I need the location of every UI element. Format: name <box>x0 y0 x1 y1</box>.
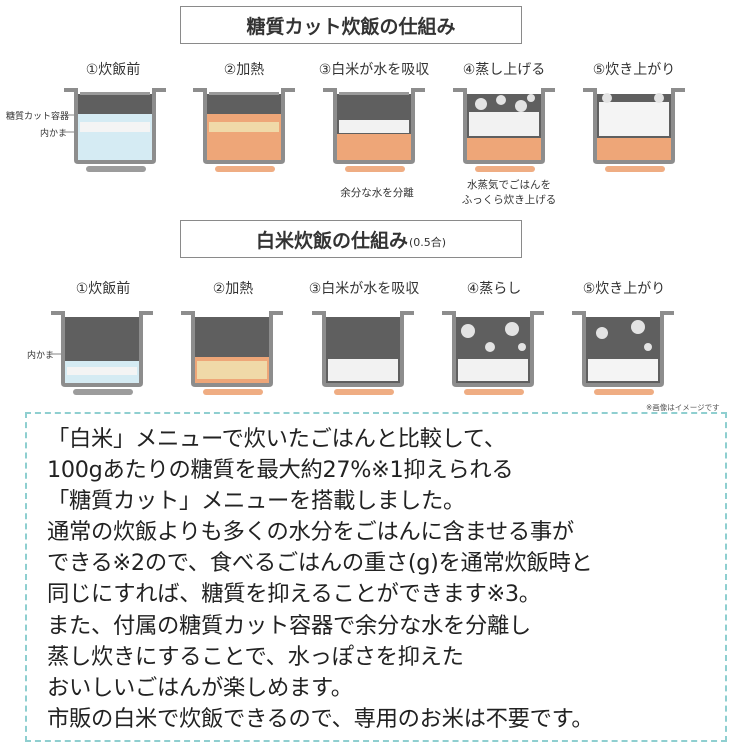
info-line-6: 同じにすれば、糖質を抑えることができます※3。 <box>47 581 541 608</box>
s1-pot-4-steam <box>475 98 487 110</box>
s2-pot-2-rice <box>197 361 267 379</box>
s2-pot-5-rice <box>588 359 658 381</box>
s2-pot-4 <box>442 311 544 395</box>
s2-step-5-label: ⑤炊き上がり <box>582 281 666 297</box>
section1-title-text: 糖質カット炊飯の仕組み <box>246 15 456 38</box>
s1-pot-5 <box>583 88 685 172</box>
info-line-2: 100gあたりの糖質を最大約27%※1抑えられる <box>47 457 514 484</box>
info-line-8: 蒸し炊きにすることで、水っぽさを抑えた <box>47 643 464 670</box>
info-text: 「白米」メニューで炊いたごはんと比較して、 100gあたりの糖質を最大約27%※… <box>47 424 727 735</box>
s1-pot-2-rice <box>209 122 279 132</box>
s2-pot-3-rice <box>328 359 398 381</box>
s1-step4-note-line2: ふっくら炊き上げる <box>461 194 557 206</box>
section2-title-suffix: (0.5合) <box>408 235 447 249</box>
s1-pot-3 <box>323 88 425 172</box>
s1-step-2-label: ②加熱 <box>223 62 265 78</box>
s2-step-2-label: ②加熱 <box>212 281 254 297</box>
s1-container-label: 糖質カット容器 <box>6 112 70 122</box>
info-line-1: 「白米」メニューで炊いたごはんと比較して、 <box>47 426 506 452</box>
info-line-4: 通常の炊飯よりも多くの水分をごはんに含ませる事が <box>47 519 574 546</box>
info-line-7: また、付属の糖質カット容器で余分な水を分離し <box>47 612 531 639</box>
info-line-10: 市販の白米で炊飯できるので、専用のお米は不要です。 <box>47 705 594 732</box>
s2-pot-1 <box>51 311 153 395</box>
section1-title: 糖質カット炊飯の仕組み <box>180 6 522 44</box>
image-disclaimer: ※画像はイメージです <box>646 403 720 412</box>
s1-pot-1-container-rim <box>80 92 150 95</box>
s2-label-leader-line <box>51 353 62 355</box>
s1-pot-2 <box>193 88 295 172</box>
s2-step-4-label: ④蒸らし <box>466 281 522 297</box>
s1-step-3-label: ③白米が水を吸収 <box>318 62 430 78</box>
s2-pot-2 <box>181 311 283 395</box>
s1-pot-2-burner <box>215 166 275 172</box>
s1-inner-pot-label: 内かま <box>40 129 68 139</box>
section2-title: 白米炊飯の仕組み (0.5合) <box>180 220 522 258</box>
info-line-9: おいしいごはんが楽しめます。 <box>47 674 353 701</box>
s2-step-3-label: ③白米が水を吸収 <box>308 281 420 297</box>
s2-pot-4-rice <box>458 359 528 381</box>
s2-inner-pot-label: 内かま <box>27 351 55 361</box>
s1-pot-5-rice <box>599 102 669 136</box>
s2-pot-3 <box>312 311 414 395</box>
info-line-3: 「糖質カット」メニューを搭載しました。 <box>47 488 465 515</box>
s1-step4-note-line1: 水蒸気でごはんを <box>467 179 551 191</box>
info-box <box>25 412 727 742</box>
s1-pot-1-water <box>78 114 152 160</box>
section2-title-text: 白米炊飯の仕組み <box>255 229 408 252</box>
s1-pot-1 <box>64 88 166 172</box>
s2-pot-4-steam <box>461 324 475 338</box>
s1-step3-note: 余分な水を分離 <box>340 187 414 199</box>
s1-pot-4 <box>453 88 555 172</box>
s1-step-4-label: ④蒸し上げる <box>462 62 546 78</box>
s1-pot-3-rice <box>339 120 409 133</box>
s1-pot-2-hot-water <box>207 114 281 160</box>
s1-step-5-label: ⑤炊き上がり <box>592 62 676 78</box>
s2-pot-5 <box>572 311 674 395</box>
s1-pot-4-rice <box>469 112 539 136</box>
s2-pot-1-rice <box>67 367 137 375</box>
s2-step-1-label: ①炊飯前 <box>75 281 131 297</box>
s1-step-1-label: ①炊飯前 <box>85 62 141 78</box>
info-line-5: できる※2ので、食べるごはんの重さ(g)を通常炊飯時と <box>47 550 593 577</box>
s1-pot-1-burner <box>86 166 146 172</box>
s1-pot-1-rice <box>80 122 150 132</box>
